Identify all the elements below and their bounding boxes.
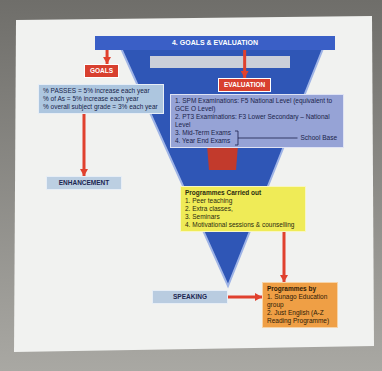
- box-text: Programmes by: [267, 285, 316, 293]
- crest-shield: [120, 46, 324, 286]
- box-text: 2. PT3 Examinations: F3 Lower Secondary …: [175, 113, 339, 129]
- box-text: 4. Motivational sessions & counselling: [185, 221, 294, 229]
- box-text: % of As = 5% increase each year: [43, 95, 139, 103]
- box-text: ENHANCEMENT: [59, 179, 110, 187]
- box-text: 2. Just English (A-Z Reading Programme): [267, 309, 333, 325]
- box-text: 4. Year End Exams: [175, 137, 230, 145]
- box-text: 2. Extra classes,: [185, 205, 233, 213]
- enhancement-box: ENHANCEMENT: [46, 176, 122, 190]
- projection-screen: [14, 16, 374, 352]
- box-text: 3. Seminars: [185, 213, 220, 221]
- box-text: % PASSES = 5% increase each year: [43, 87, 150, 95]
- box-text: SPEAKING: [173, 293, 207, 301]
- box-text: 4. GOALS & EVALUATION: [172, 39, 258, 47]
- box-text: 1. Peer teaching: [185, 197, 232, 205]
- programmes-box: Programmes Carried out1. Peer teaching2.…: [180, 186, 306, 232]
- box-text: 1. SPM Examinations: F5 National Level (…: [175, 97, 339, 113]
- box-text: 1. Sunago Education group: [267, 293, 333, 309]
- providers-box: Programmes by1. Sunago Education group2.…: [262, 282, 338, 328]
- box-text: EVALUATION: [224, 81, 265, 89]
- arrow-connector: [106, 50, 109, 64]
- evaluation-tab: EVALUATION: [218, 78, 271, 92]
- arrow-connector: [243, 50, 246, 78]
- box-text: Programmes Carried out: [185, 189, 261, 197]
- crest-band: [150, 56, 290, 68]
- box-text: GOALS: [90, 67, 113, 75]
- bracket-note: School Base: [301, 134, 338, 142]
- arrow-connector: [83, 114, 86, 176]
- arrow-connector: [228, 296, 262, 299]
- bracket-line: [235, 131, 298, 145]
- arrow-connector: [283, 232, 286, 282]
- goals-box: % PASSES = 5% increase each year% of As …: [38, 84, 164, 114]
- box-text: % overall subject grade = 3% each year: [43, 103, 158, 111]
- goals-tab: GOALS: [84, 64, 119, 78]
- speaking-box: SPEAKING: [152, 290, 228, 304]
- evaluation-box: 1. SPM Examinations: F5 National Level (…: [170, 94, 344, 148]
- box-text: 3. Mid-Term Exams: [175, 129, 231, 137]
- title-banner: 4. GOALS & EVALUATION: [95, 36, 335, 50]
